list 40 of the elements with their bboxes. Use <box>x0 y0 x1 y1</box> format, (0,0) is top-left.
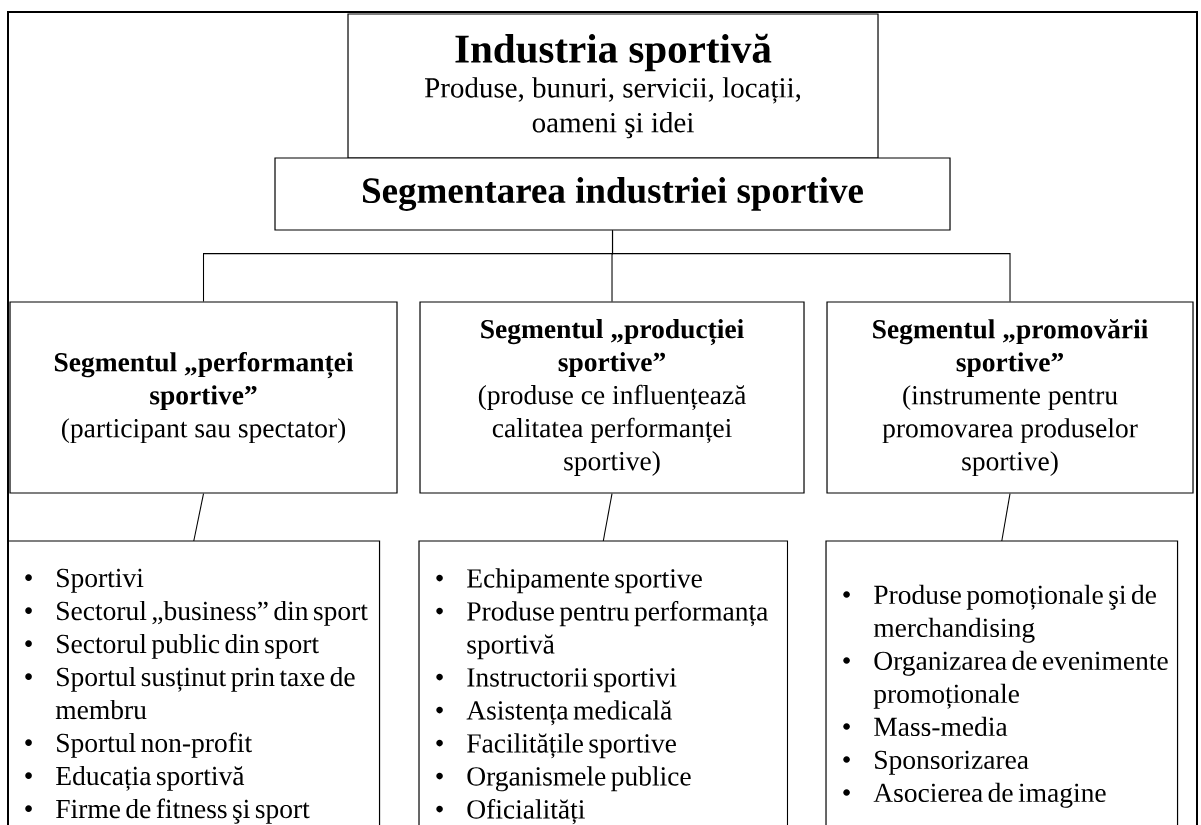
list-item: Sportul non-profit <box>57 732 252 758</box>
box-title: Industria sportivă <box>455 33 772 72</box>
segment-box <box>9 301 398 494</box>
list-item: Firme de fitness şi sport <box>56 798 310 824</box>
list-item: Educația sportivă <box>56 765 245 791</box>
list-item: Mass-media <box>874 716 1008 737</box>
segment-box <box>419 301 805 494</box>
box-subtitle: (produse ce influențează calitatea performanței sportive) <box>478 384 746 476</box>
title-box <box>347 13 879 159</box>
list-item: Sportul susținut prin taxe de membru <box>55 666 355 720</box>
list-item: Sectorul „business” din sport <box>57 600 368 626</box>
segment-box <box>826 301 1194 494</box>
list-item: Oficialități <box>467 799 585 825</box>
connector-line <box>193 493 205 542</box>
list-item: Sponsorizarea <box>875 750 1029 775</box>
list-item: Sportivi <box>57 568 144 593</box>
box-title: Segmentarea industriei sportive <box>363 177 863 211</box>
list-item: Organizarea de evenimente promoționale <box>873 650 1168 709</box>
connector-line <box>602 493 613 542</box>
list-item: Asistența medicală <box>466 700 672 726</box>
connector-line <box>611 230 1011 302</box>
list-item: Produse pentru performanța sportivă <box>467 601 768 660</box>
list-item: Produse pomoționale şi de merchandising <box>873 584 1156 643</box>
list-item: Sectorul public din sport <box>57 633 319 659</box>
list-box <box>7 540 381 825</box>
box-subtitle: Produse, bunuri, servicii, locații, oameni şi idei <box>425 77 801 139</box>
connector-line <box>1001 493 1011 542</box>
heading-box <box>274 157 951 231</box>
list-item: Asocierea de imagine <box>873 782 1106 808</box>
list-item: Facilitățile sportive <box>467 733 676 759</box>
box-subtitle: (instrumente pentru promovarea produselor sportive) <box>882 385 1138 477</box>
list-box <box>418 540 789 825</box>
list-item: Instructorii sportivi <box>467 668 677 693</box>
list-box <box>825 540 1179 825</box>
box-title: Segmentul „performanței sportive” <box>54 351 354 411</box>
box-title: Segmentul „promovării sportive” <box>873 318 1148 378</box>
box-title: Segmentul „producției sportive” <box>481 319 744 377</box>
box-subtitle: (participant sau spectator) <box>61 418 346 444</box>
list-item: Echipamente sportive <box>467 568 702 594</box>
list-item: Organismele publice <box>467 766 691 792</box>
